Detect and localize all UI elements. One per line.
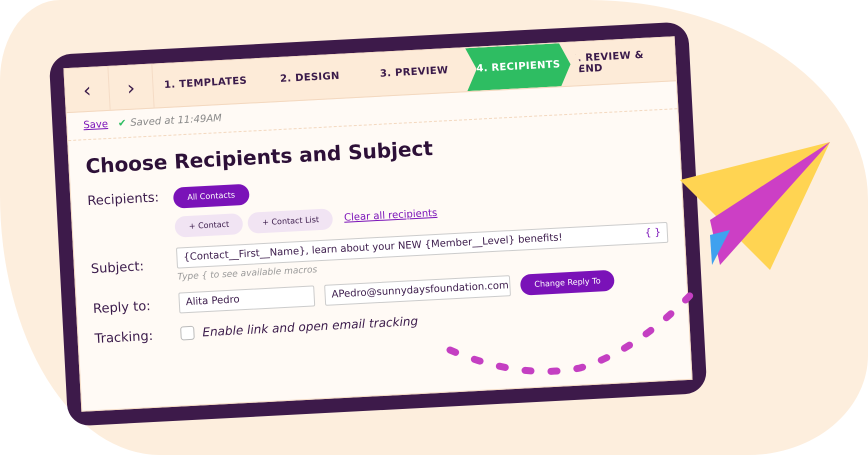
paper-plane-icon: [680, 142, 830, 270]
